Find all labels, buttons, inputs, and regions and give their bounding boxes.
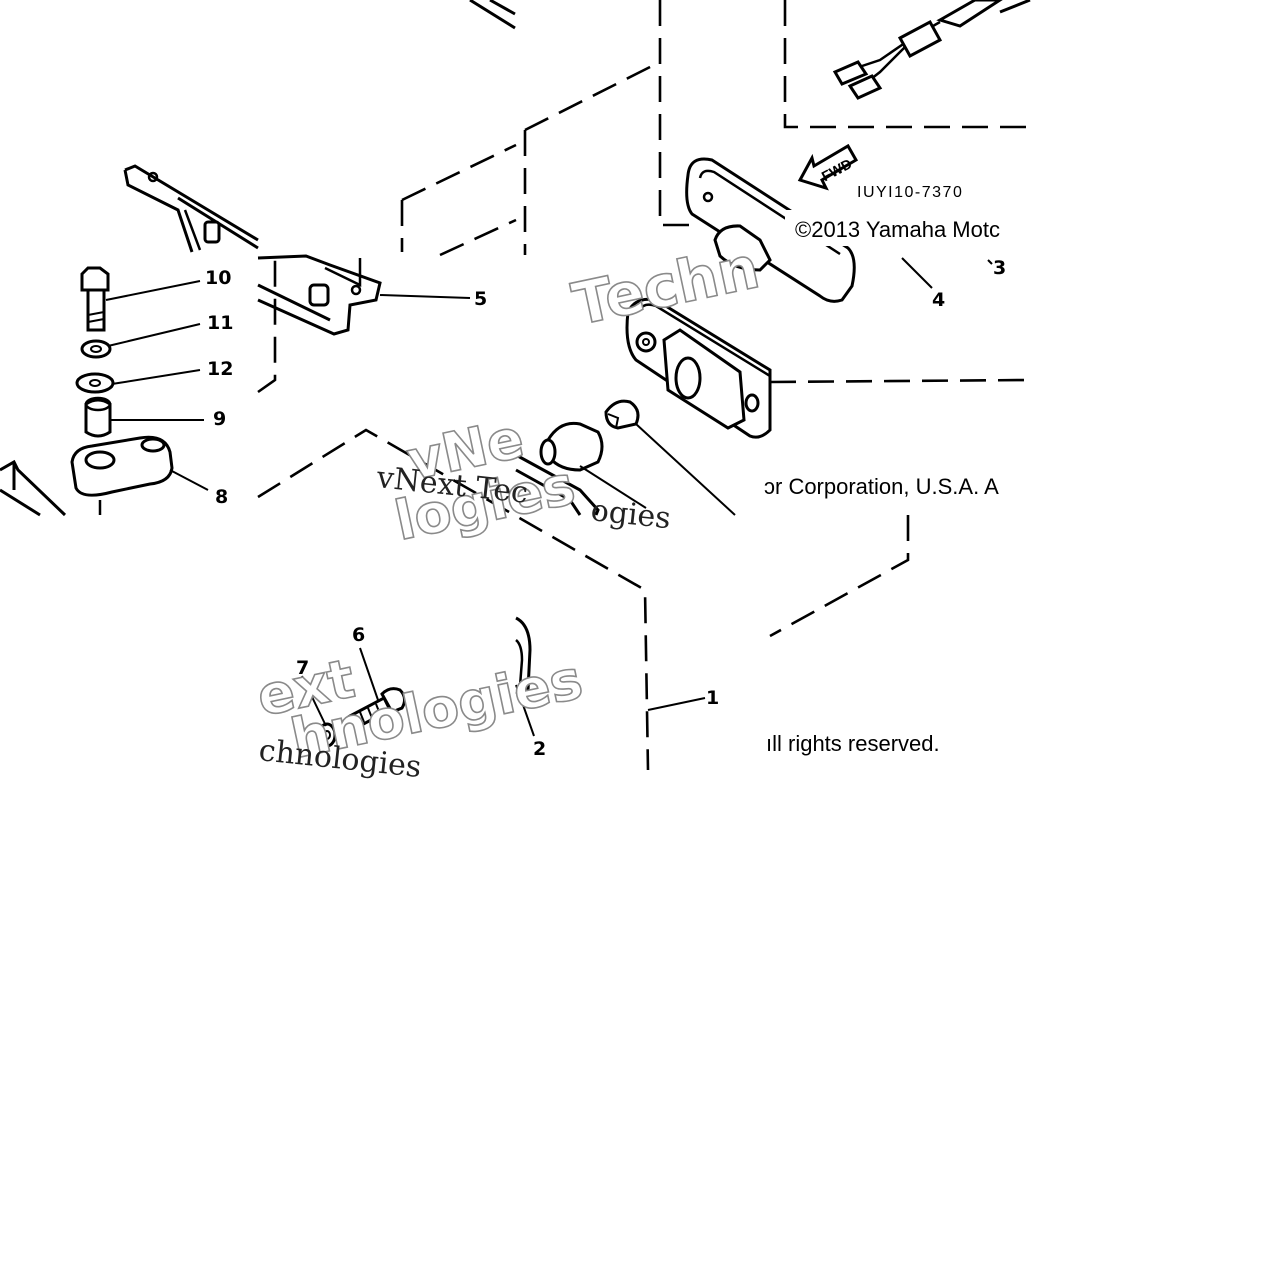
copyright-line-3: ıll rights reserved. [766,731,940,756]
callout-5: 5 [474,288,487,310]
callout-7: 7 [296,657,309,679]
copyright-block: ©2013 Yamaha Motc ɔr Corporation, U.S.A.… [760,210,1030,756]
screw-item-6 [348,687,407,731]
wire-harness [832,0,1031,100]
lower-left-rail [0,459,102,517]
callout-6: 6 [352,624,365,646]
part-code: IUYI10-7370 [857,184,963,201]
copyright-line-2: ɔr Corporation, U.S.A. A [764,474,999,499]
fwd-arrow: FWD [797,143,859,191]
leader-lines [105,257,993,737]
lens-item-2 [515,616,532,696]
callout-11: 11 [207,312,233,334]
nut-item-7 [317,722,337,748]
callout-1: 1 [706,687,719,709]
main-lamp-housing [515,297,772,516]
callout-2: 2 [533,738,546,760]
callout-9: 9 [213,408,226,430]
hardware-stack [70,266,174,497]
callout-12: 12 [207,358,233,380]
callout-4: 4 [932,289,945,311]
socket-and-bulb [539,399,640,472]
upper-lamp-item-4 [685,157,856,303]
callout-3: 3 [993,257,1006,279]
callout-numbers: 1 2 3 4 5 6 7 8 9 10 11 12 [205,257,1006,760]
callout-10: 10 [205,267,231,289]
watermark-techn: Techn [567,233,765,339]
bracket-item-5 [257,254,382,336]
callout-8: 8 [215,486,228,508]
copyright-line-1: ©2013 Yamaha Motc [795,217,1000,242]
watermark-ogies: ogies [589,493,672,536]
dashed-boundaries [257,0,1031,771]
upper-bracket-rail [123,0,516,253]
